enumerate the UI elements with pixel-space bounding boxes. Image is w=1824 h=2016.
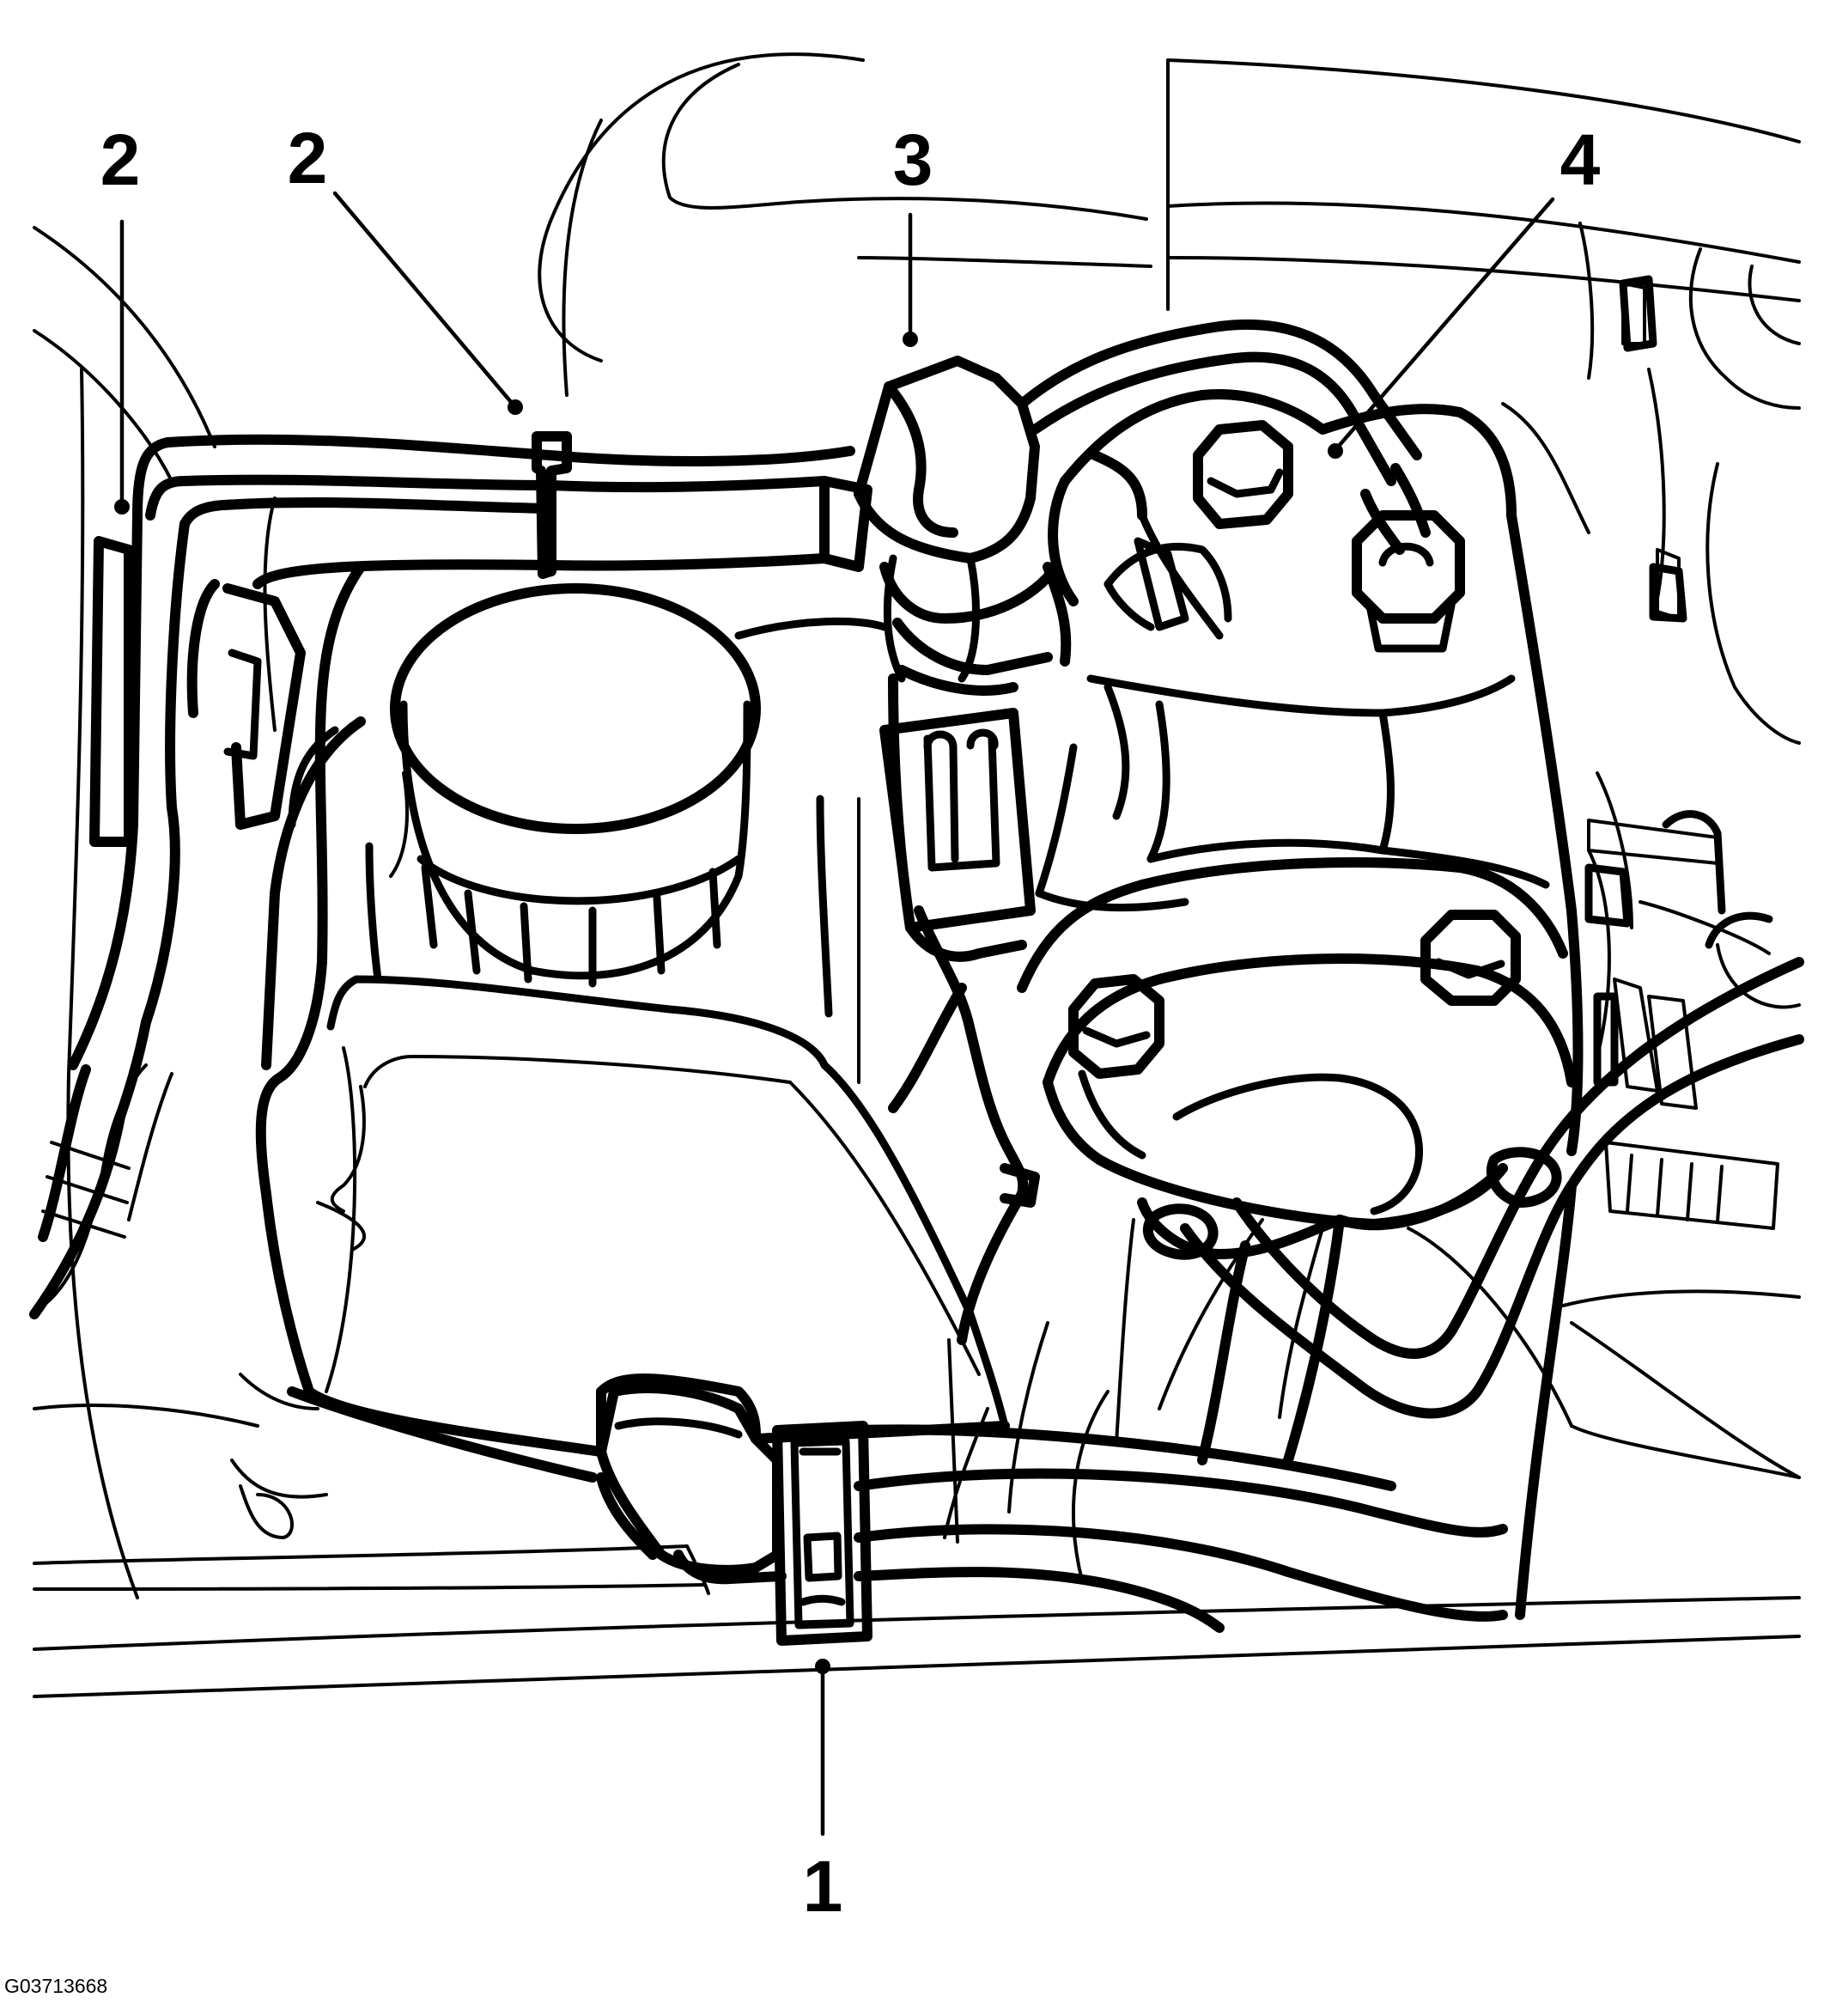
callout-label-2a: 2 [100,119,141,200]
callout-label-2b: 2 [288,118,328,198]
callout-label-3: 3 [893,119,933,200]
callout-dot-2a [114,499,130,515]
background-linework [33,52,1801,1698]
bottom-pipe [287,1373,1508,1646]
fluid-reservoir [255,562,1010,1457]
fitting-3 [819,356,1072,696]
callout-label-4: 4 [1560,119,1601,200]
master-cylinder [879,389,1584,1345]
figure-code: G03713668 [4,1975,107,1997]
callout-dot-3 [903,332,918,347]
right-connectors [1584,275,1773,1087]
callout-dot-1 [815,1659,830,1674]
callout-numbers: 2 2 3 4 1 [100,118,1601,1927]
hose-lines [29,319,1431,1319]
callout-dot-4 [1328,443,1343,459]
callout-leaders [114,191,1555,1836]
callout-dot-2b [508,399,523,415]
callout-label-1: 1 [803,1846,843,1927]
lower-hose [1180,957,1804,1620]
